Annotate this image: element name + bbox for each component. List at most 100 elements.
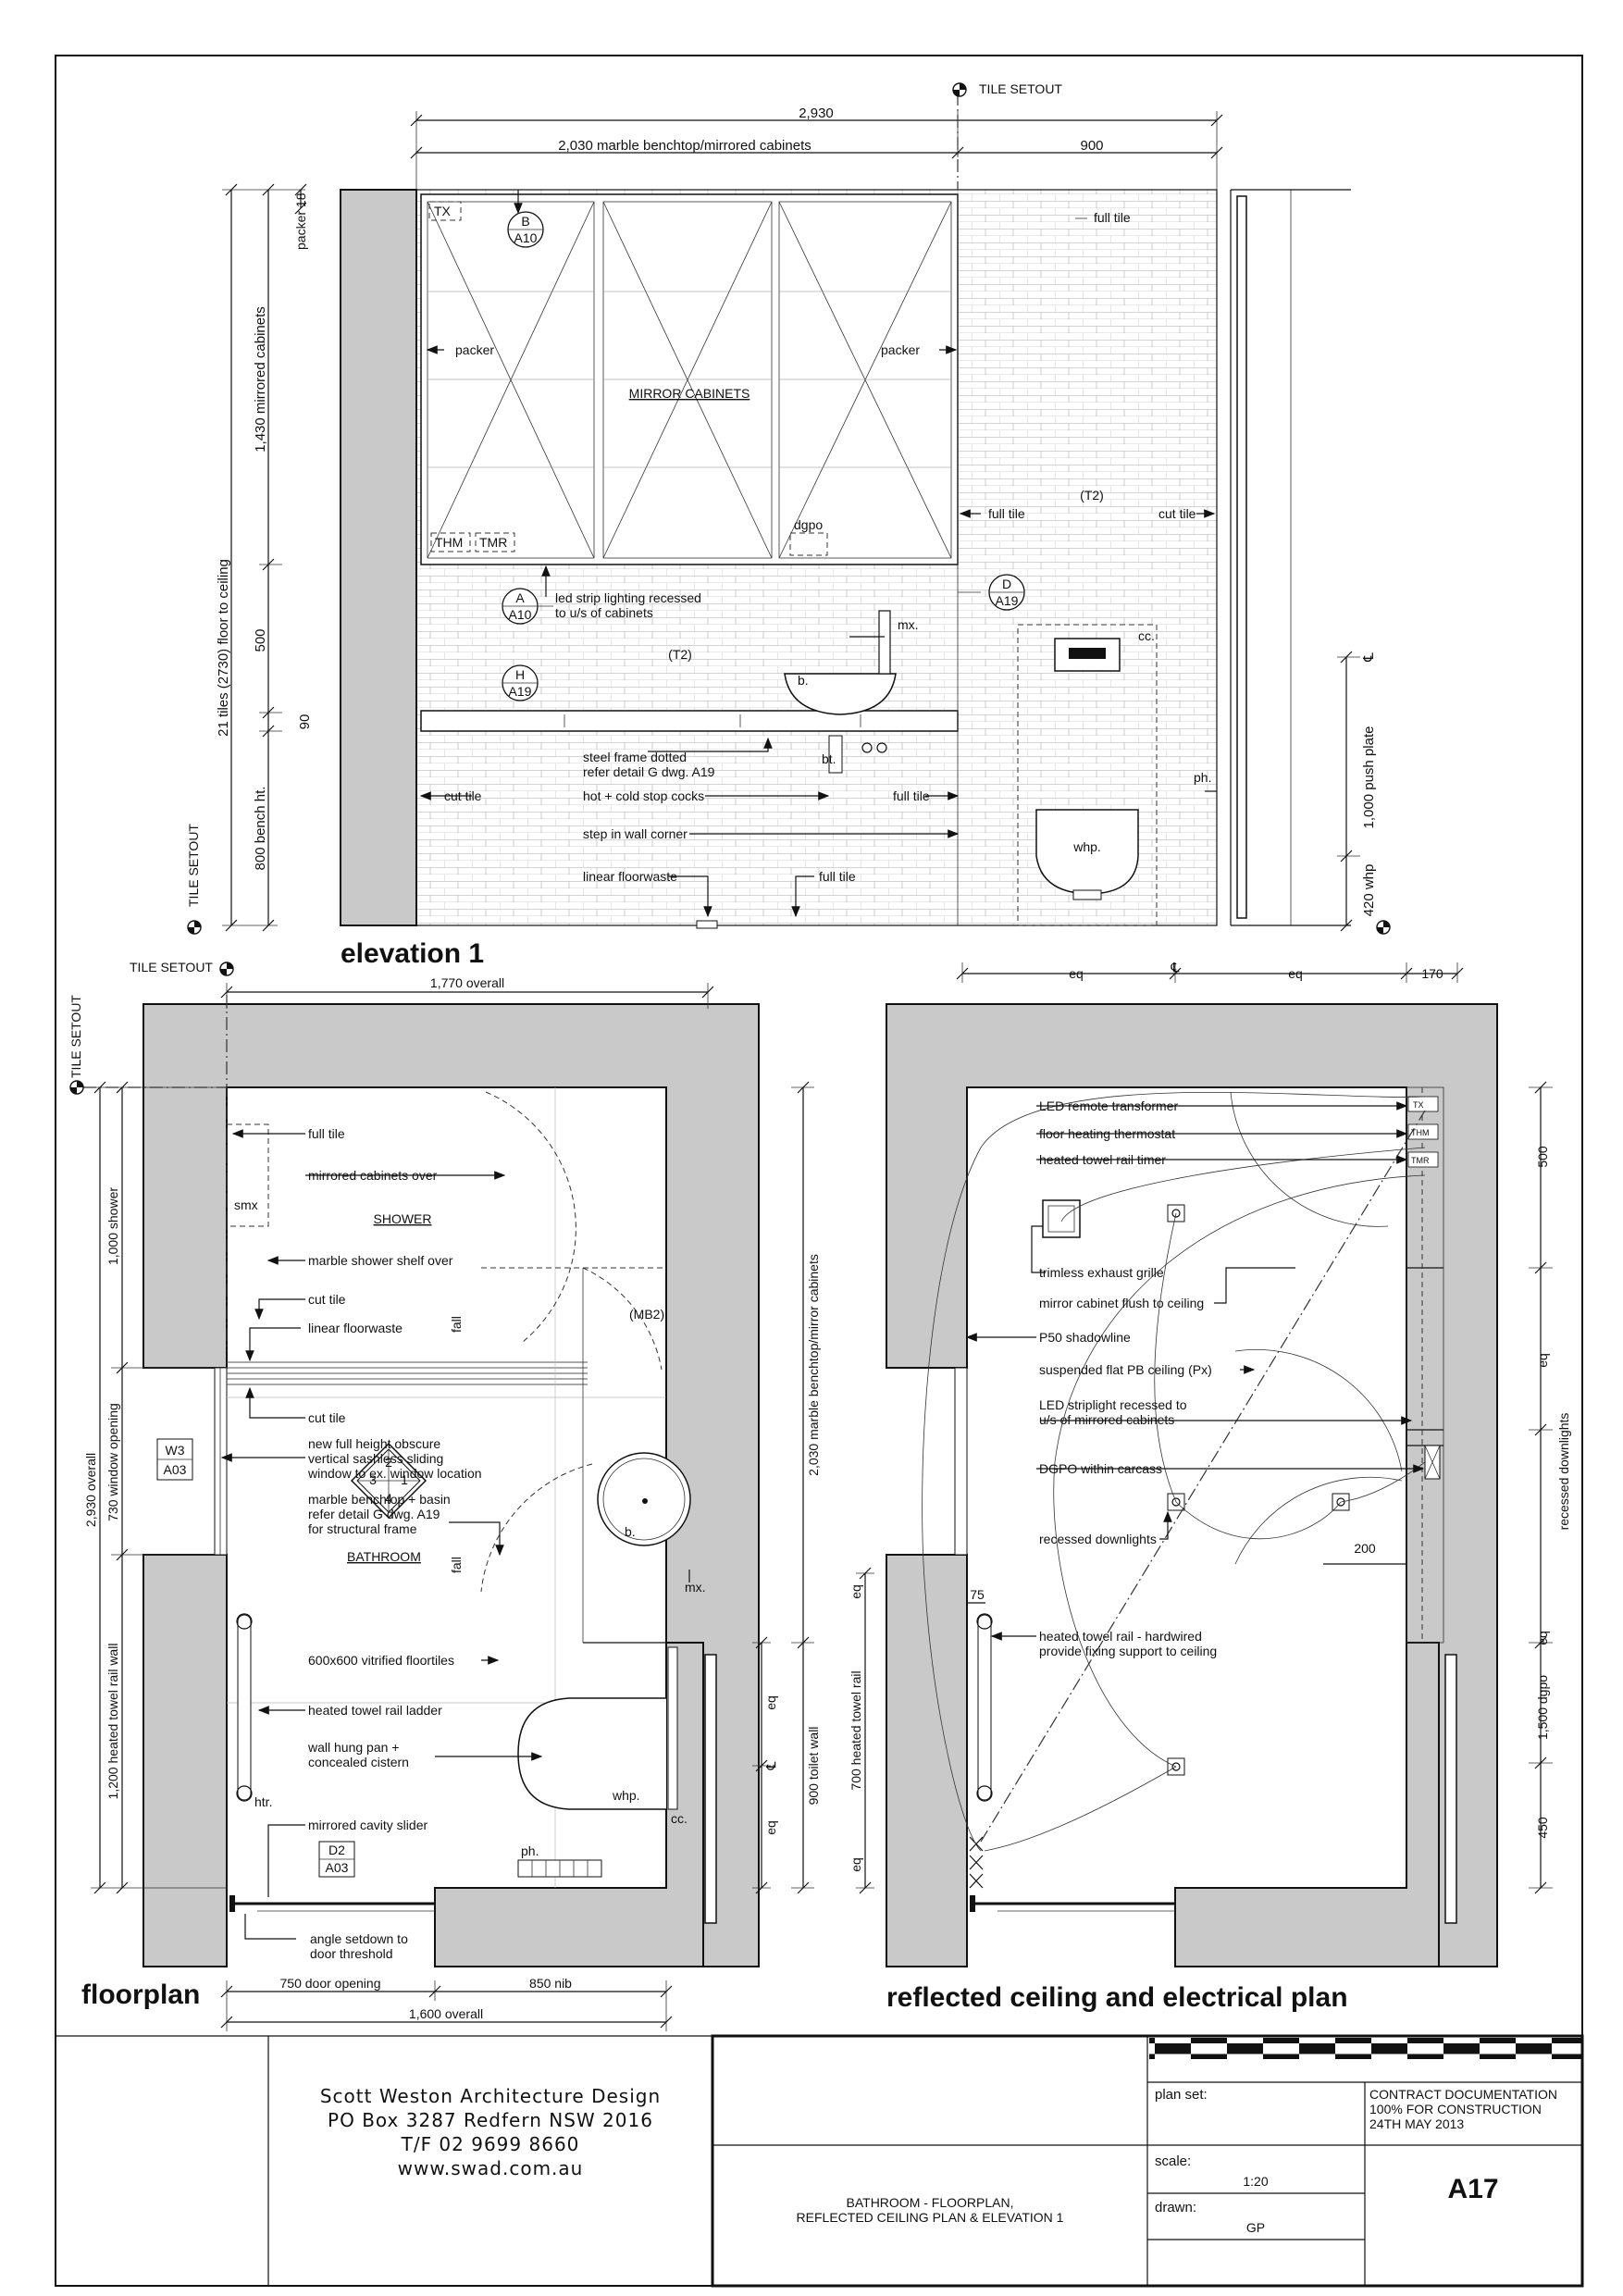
dim-eq: eq [1535,1631,1550,1645]
note-cut-tile: cut tile [308,1292,346,1307]
note-steel-frame: steel frame dotted [583,750,687,764]
basin-label: b. [798,673,809,688]
note-floor-thermostat: floor heating thermostat [1039,1126,1175,1141]
drawn-value: GP [1246,2220,1265,2235]
note-setdown: door threshold [310,1946,393,1961]
tag-text: H [515,667,525,682]
thm-label: THM [1411,1128,1430,1137]
tmr-label: TMR [479,535,507,550]
tag-text: A03 [164,1462,187,1477]
mb2-label: (MB2) [629,1307,664,1322]
note-full-tile: full tile [819,869,856,884]
dim-75: 75 [970,1587,985,1602]
dim-eq: eq [849,1584,863,1599]
dim-overall-height: 2,930 overall [83,1453,98,1527]
tile-key-number: 2 [385,1455,392,1470]
mirror-cabinets [420,193,959,565]
title-block [56,2034,1584,2288]
tag-text: A03 [326,1860,349,1875]
mixer-label: mx. [898,617,919,632]
floorplan-title: floorplan [81,1980,200,2010]
dim-door: 750 door opening [280,1976,381,1991]
tag-text: B [521,214,529,229]
note-led-strip: led strip lighting recessed [555,590,701,605]
scale-label: scale: [1155,2153,1191,2169]
basin-label: b. [625,1524,636,1539]
centerline-symbol: ℄ [763,1762,778,1771]
tag-text: A [515,590,525,605]
dim-towel-wall: 1,200 heated towel rail wall [105,1644,120,1800]
note-bench: for structural frame [308,1521,417,1536]
scale-value: 1:20 [1243,2174,1268,2189]
dgpo-label: dgpo [794,517,823,532]
dim-dgpo: 1,500 dgpo [1535,1675,1550,1740]
dim-push-plate: 1,000 push plate [1361,726,1377,829]
elevation-title: elevation 1 [341,938,484,969]
whp-label: whp. [612,1788,640,1803]
door-swing-cabinet [485,1091,576,1343]
floor-tile-key [350,1442,427,1520]
bt-label: bt. [822,751,836,766]
dim-toilet-wall: 900 toilet wall [806,1727,821,1806]
note-step: step in wall corner [583,826,688,841]
dim-nib: 850 nib [529,1976,572,1991]
downlight [1332,1493,1350,1511]
firm-phone: T/F 02 9699 8660 [401,2133,580,2155]
drawing-title: BATHROOM - FLOORPLAN, [847,2195,1014,2210]
fall-label: fall [449,1557,464,1573]
note-led-strip: u/s of mirrored cabinets [1039,1412,1174,1427]
dim-eq: eq [849,1857,863,1872]
sheet-number: A17 [1447,2174,1498,2204]
floorplan [69,962,814,2031]
ph-label: ph. [521,1843,539,1858]
note-pan: concealed cistern [308,1755,409,1769]
tx-label: TX [1413,1100,1424,1110]
firm-name: Scott Weston Architecture Design [320,2085,661,2107]
note-window: vertical sashless sliding [308,1451,443,1466]
dim-eq: eq [763,1695,778,1710]
tile-key-number: 3 [369,1472,377,1487]
left-wall-section [340,189,417,926]
dim-packer: packer 18 [293,192,308,250]
dim-towel-rail: 700 heated towel rail [849,1670,863,1790]
floorplan-wall-left-lower [142,1554,228,1967]
tile-setout-label: TILE SETOUT [68,995,83,1078]
heated-towel-rail [236,1613,253,1802]
tile-setout-label: TILE SETOUT [186,824,201,907]
note-packer: packer [455,342,494,357]
tag-text: A10 [509,607,532,622]
dim-whp: 420 whp [1361,864,1377,917]
dim-shower: 1,000 shower [105,1187,120,1265]
note-window: window to ex. window location [307,1466,482,1481]
dim-eq: eq [1288,966,1303,981]
note-setdown: angle setdown to [310,1931,408,1946]
ph-label: ph. [1194,770,1211,785]
dim-500: 500 [253,628,268,652]
tile-type-label: (T2) [1080,488,1104,503]
status-line: 100% FOR CONSTRUCTION [1369,2102,1542,2116]
status-date: 24TH MAY 2013 [1369,2116,1464,2131]
dim-eq: eq [763,1820,778,1835]
thm-label: THM [435,535,463,550]
note-full-tile: full tile [988,506,1025,521]
tile-type-label: (T2) [668,647,692,662]
elevation-1 [187,82,1391,935]
note-towel-timer: heated towel rail timer [1039,1152,1166,1167]
centerline-symbol: ℄ [1361,652,1377,663]
whp-label: whp. [1072,839,1101,854]
note-bench: marble benchtop + basin [308,1492,451,1507]
note-steel-frame: refer detail G dwg. A19 [583,764,715,779]
shower-label: SHOWER [374,1211,432,1226]
dim-bench: 2,030 marble benchtop/mirror cabinets [806,1254,821,1476]
firm-website: www.swad.com.au [398,2157,584,2179]
cc-label: cc. [671,1811,688,1826]
bathroom-label: BATHROOM [347,1549,421,1564]
plan-set-label: plan set: [1155,2087,1208,2103]
note-cut-tile: cut tile [308,1410,346,1425]
dim-window: 730 window opening [105,1403,120,1521]
firm-address: PO Box 3287 Redfern NSW 2016 [328,2109,653,2131]
tile-setout-marker [219,962,234,976]
note-cut-tile: cut tile [444,788,482,803]
basin [784,673,897,715]
mixer-label: mx. [685,1580,706,1595]
